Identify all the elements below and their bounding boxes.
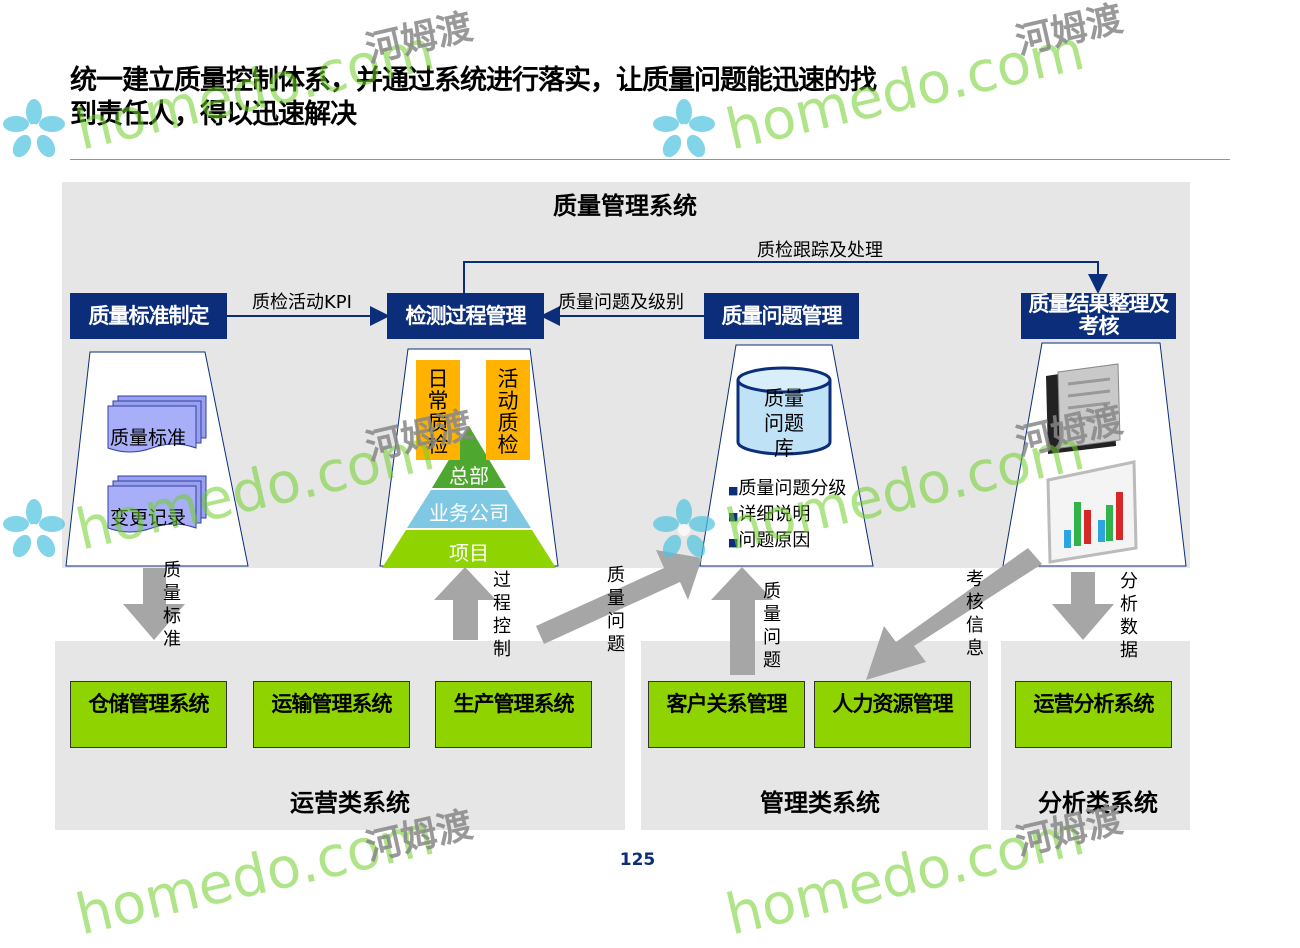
module-quality-standard: 质量标准制定 (70, 293, 227, 339)
tag-activity-inspection-text: 活动质检 (497, 367, 519, 457)
arrow-label-analysis-data: 分析数据 (1120, 571, 1138, 661)
system-warehouse: 仓储管理系统 (70, 681, 227, 748)
quality-standard-doc (107, 395, 207, 453)
issue-bullet-text: 详细说明 (738, 504, 811, 525)
issue-bullet-list: ■质量问题分级 ■详细说明 ■问题原因 (728, 477, 846, 555)
analysis-title: 分析类系统 (1038, 789, 1158, 817)
diagram-graphics (65, 261, 1187, 680)
issue-bullet: ■质量问题分级 (728, 478, 847, 499)
module-quality-result: 质量结果整理及考核 (1021, 293, 1176, 339)
tag-daily-inspection-text: 日常质检 (427, 367, 449, 457)
watermark-flower-icon (653, 499, 715, 558)
report-book-image (1046, 363, 1121, 454)
doc-label-change-record: 变更记录 (110, 507, 187, 529)
issue-bullet: ■详细说明 (728, 504, 811, 525)
arrow-process-up (434, 567, 496, 640)
system-transport: 运输管理系统 (253, 681, 410, 748)
heading-line-1: 统一建立质量控制体系，并通过系统进行落实，让质量问题能迅速的找 (70, 65, 877, 96)
change-record-doc (107, 475, 207, 533)
arrow-label-quality-issue-ops: 质量问题 (607, 565, 625, 655)
pyramid-label-business: 业务公司 (429, 501, 509, 525)
system-ops-analysis: 运营分析系统 (1015, 681, 1172, 748)
arrow-label-quality-standard: 质量标准 (163, 560, 181, 650)
issue-bullet-text: 质量问题分级 (738, 478, 847, 499)
management-title: 管理类系统 (760, 789, 880, 817)
watermark-flower-icon (653, 99, 715, 158)
pyramid-label-hq: 总部 (449, 464, 489, 488)
pyramid-bottom (382, 530, 556, 568)
watermark-flower-icon (3, 99, 65, 158)
pyramid-top (432, 426, 506, 488)
arrow-label-assessment-info: 考核信息 (966, 569, 984, 659)
heading-line-2: 到责任人，得以迅速解决 (70, 99, 357, 130)
pyramid-label-project: 项目 (449, 541, 489, 565)
operations-title: 运营类系统 (290, 789, 410, 817)
heading-divider (70, 159, 1230, 160)
issue-database (736, 366, 832, 456)
arrow-standard-down (123, 568, 185, 640)
issue-bullet-text: 问题原因 (738, 530, 811, 551)
standard-funnel (65, 351, 249, 567)
issue-database-label: 质量问题库 (764, 386, 804, 460)
arrow-issue-diagonal (536, 550, 702, 644)
tracking-flow-line (463, 261, 1108, 294)
arrow-label-quality-issue-mgmt: 质量问题 (763, 581, 781, 671)
quality-system-title: 质量管理系统 (553, 192, 697, 220)
bar-chart-image (1046, 460, 1138, 564)
issue-bullet: ■问题原因 (728, 530, 811, 551)
module-quality-issue: 质量问题管理 (704, 293, 859, 339)
flow-label-issue-level: 质量问题及级别 (558, 292, 684, 313)
arrow-label-process-control: 过程控制 (493, 570, 511, 660)
page-number: 125 (619, 850, 656, 870)
tag-daily-inspection: 日常质检 (416, 360, 460, 460)
arrow-analysis-down (1052, 572, 1114, 640)
doc-label-quality-standard: 质量标准 (110, 427, 187, 449)
flow-label-kpi: 质检活动KPI (252, 292, 352, 313)
system-crm: 客户关系管理 (648, 681, 805, 748)
pyramid-middle (407, 490, 531, 528)
system-hr: 人力资源管理 (814, 681, 971, 748)
page-heading: 统一建立质量控制体系，并通过系统进行落实，让质量问题能迅速的找 到责任人，得以迅… (70, 64, 1030, 132)
quality-system-panel (62, 182, 1190, 568)
watermark-flower-icon (3, 499, 65, 558)
system-production: 生产管理系统 (435, 681, 592, 748)
arrow-assessment-diagonal (866, 548, 1042, 680)
module-inspection-process: 检测过程管理 (387, 293, 544, 339)
arrow-issue-up (711, 567, 773, 675)
tag-activity-inspection: 活动质检 (486, 360, 530, 460)
flow-label-tracking: 质检跟踪及处理 (757, 240, 883, 261)
